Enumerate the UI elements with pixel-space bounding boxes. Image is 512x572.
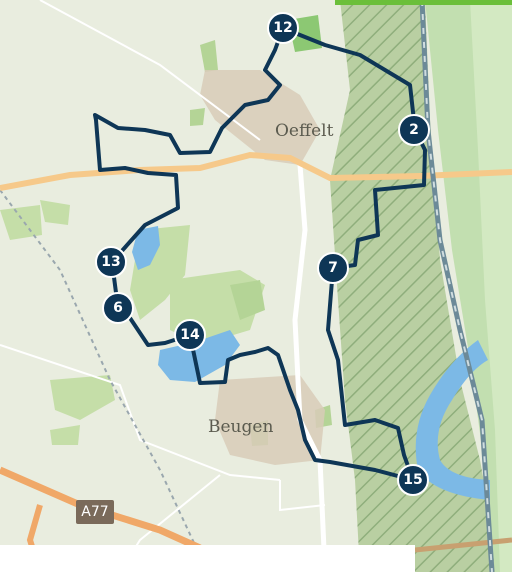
- top-green-bar: [335, 0, 512, 5]
- place-label-oeffelt: Oeffelt: [275, 121, 334, 141]
- route-marker-7[interactable]: 7: [317, 252, 349, 284]
- route-marker-12[interactable]: 12: [267, 12, 299, 44]
- highway-badge: A77: [76, 500, 114, 524]
- route-marker-13[interactable]: 13: [95, 246, 127, 278]
- place-label-beugen: Beugen: [208, 417, 274, 437]
- bottom-white-strip: [0, 545, 415, 572]
- route-marker-2[interactable]: 2: [398, 114, 430, 146]
- railway-line: [0, 189, 196, 546]
- nature-reserve-area: [330, 0, 500, 572]
- minor-roads: [0, 0, 328, 572]
- main-road: [0, 151, 512, 191]
- highway: [0, 466, 202, 552]
- water-bodies: [132, 226, 490, 500]
- hiking-route: [93, 26, 427, 482]
- route-marker-14[interactable]: 14: [174, 319, 206, 351]
- route-marker-6[interactable]: 6: [102, 292, 134, 324]
- route-marker-15[interactable]: 15: [397, 464, 429, 496]
